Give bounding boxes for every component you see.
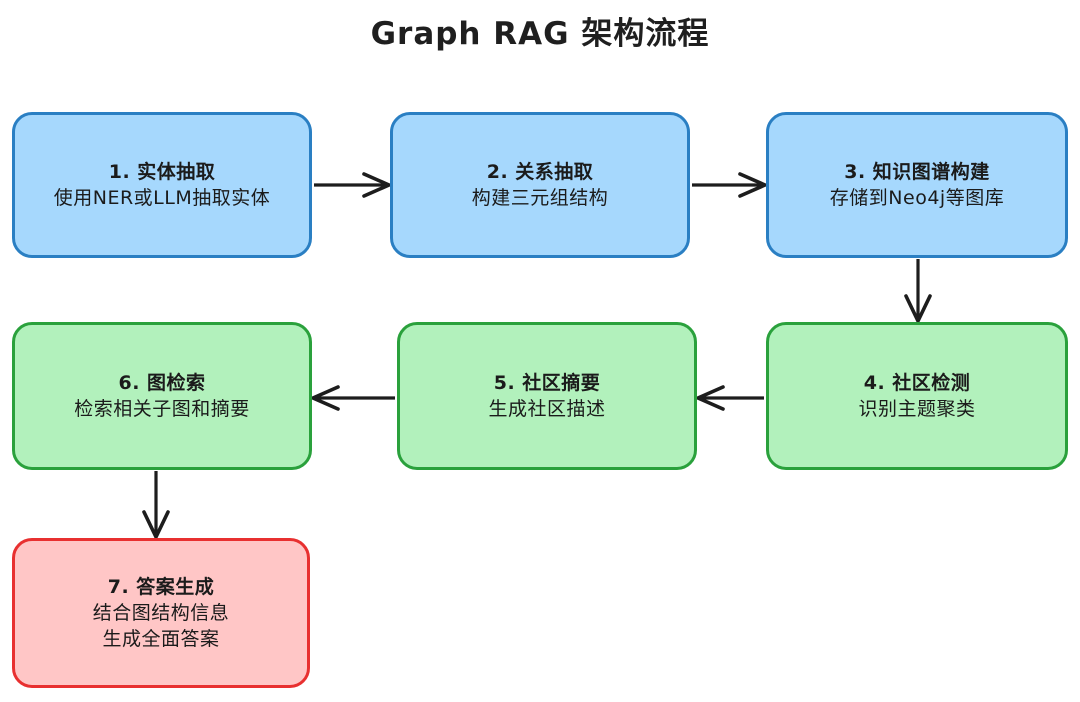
edge-1-to-2 [314,172,391,198]
node-1-entity-extraction[interactable]: 1. 实体抽取 使用NER或LLM抽取实体 [12,112,312,258]
node-7-line-1: 7. 答案生成 [107,575,215,598]
edge-5-to-6 [311,385,395,411]
node-7-line-2: 结合图结构信息 [92,601,230,624]
node-5-line-2: 生成社区描述 [488,398,606,420]
node-6-graph-retrieval[interactable]: 6. 图检索 检索相关子图和摘要 [12,322,312,470]
node-2-line-1: 2. 关系抽取 [486,160,594,183]
node-6-line-2: 检索相关子图和摘要 [74,398,250,420]
page-title: Graph RAG 架构流程 [370,16,710,52]
node-5-line-1: 5. 社区摘要 [493,371,601,394]
node-7-answer-generation[interactable]: 7. 答案生成 结合图结构信息 生成全面答案 [12,538,310,688]
node-7-line-3: 生成全面答案 [102,628,220,651]
node-1-line-2: 使用NER或LLM抽取实体 [53,187,271,209]
node-4-line-2: 识别主题聚类 [858,398,976,420]
node-2-relation-extraction[interactable]: 2. 关系抽取 构建三元组结构 [390,112,690,258]
node-3-line-2: 存储到Neo4j等图库 [829,187,1005,209]
node-2-line-2: 构建三元组结构 [471,187,609,209]
edge-3-to-4 [904,259,932,323]
edge-2-to-3 [692,172,767,198]
node-5-community-summary[interactable]: 5. 社区摘要 生成社区描述 [397,322,697,470]
node-1-line-1: 1. 实体抽取 [108,160,216,183]
edge-6-to-7 [142,471,170,539]
node-4-community-detection[interactable]: 4. 社区检测 识别主题聚类 [766,322,1068,470]
node-3-line-1: 3. 知识图谱构建 [844,160,990,183]
node-3-knowledge-graph-construction[interactable]: 3. 知识图谱构建 存储到Neo4j等图库 [766,112,1068,258]
node-6-line-1: 6. 图检索 [118,371,206,394]
node-4-line-1: 4. 社区检测 [863,371,971,394]
edge-4-to-5 [696,385,764,411]
